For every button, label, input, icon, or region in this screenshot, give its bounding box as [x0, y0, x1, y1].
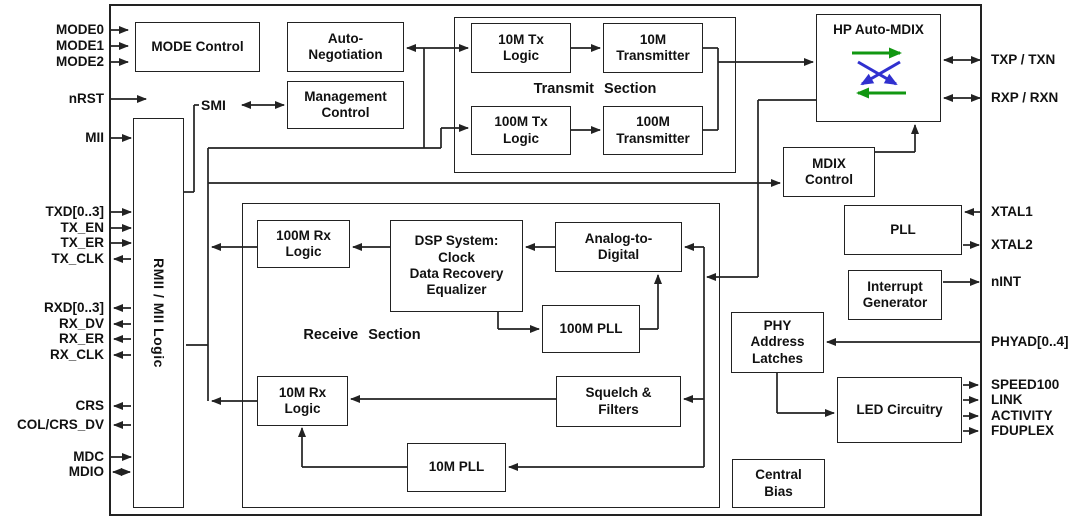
- pin-tx-en: TX_EN: [60, 220, 104, 235]
- pin-mdio: MDIO: [68, 464, 104, 479]
- pin-fduplex: FDUPLEX: [991, 423, 1055, 438]
- chip-outline: [109, 4, 982, 516]
- pin-tx-clk: TX_CLK: [51, 251, 104, 266]
- block-10m-tx-logic: 10M Tx Logic: [471, 23, 571, 73]
- pin-rx-dv: RX_DV: [58, 316, 104, 331]
- pin-rxp-rxn: RXP / RXN: [991, 90, 1059, 105]
- block-management-control: Management Control: [287, 81, 404, 129]
- pin-crs: CRS: [75, 398, 104, 413]
- block-pll: PLL: [844, 205, 962, 255]
- block-mode-control: MODE Control: [135, 22, 260, 72]
- pin-rx-clk: RX_CLK: [49, 347, 104, 362]
- block-auto-negotiation: Auto- Negotiation: [287, 22, 404, 72]
- pin-txp-txn: TXP / TXN: [991, 52, 1056, 67]
- block-10m-transmitter: 10M Transmitter: [603, 23, 703, 73]
- pin-activity: ACTIVITY: [991, 408, 1053, 423]
- block-central-bias: Central Bias: [732, 459, 825, 508]
- pin-rx-er: RX_ER: [58, 331, 104, 346]
- block-10m-pll: 10M PLL: [407, 443, 506, 492]
- transmit-section-outline: [454, 17, 736, 173]
- pin-mode0: MODE0: [55, 22, 104, 37]
- receive-section-outline: [242, 203, 720, 508]
- receive-section-label: Receive Section: [303, 327, 421, 343]
- block-100m-rx-logic: 100M Rx Logic: [257, 220, 350, 268]
- auto-mdix-crossover-icon: [851, 47, 906, 99]
- block-100m-tx-logic: 100M Tx Logic: [471, 106, 571, 155]
- pin-link: LINK: [991, 392, 1023, 407]
- block-squelch-filters: Squelch & Filters: [556, 376, 681, 427]
- pin-mode2: MODE2: [55, 54, 104, 69]
- transmit-section-label: Transmit Section: [533, 81, 657, 97]
- block-dsp-system: DSP System: Clock Data Recovery Equalize…: [390, 220, 523, 312]
- pin-col-crs-dv: COL/CRS_DV: [16, 417, 104, 432]
- pin-nint: nINT: [991, 274, 1021, 289]
- pin-rxd: RXD[0..3]: [43, 300, 104, 315]
- pin-tx-er: TX_ER: [60, 235, 104, 250]
- block-phy-address-latches: PHY Address Latches: [731, 312, 824, 373]
- block-mdix-control: MDIX Control: [783, 147, 875, 197]
- pin-txd: TXD[0..3]: [45, 204, 104, 219]
- pin-mdc: MDC: [73, 449, 104, 464]
- pin-xtal2: XTAL2: [991, 237, 1033, 252]
- pin-mode1: MODE1: [55, 38, 104, 53]
- block-analog-to-digital: Analog-to- Digital: [555, 222, 682, 272]
- pin-mii: MII: [85, 130, 104, 145]
- block-hp-auto-mdix: HP Auto-MDIX: [816, 14, 941, 122]
- hp-auto-mdix-label: HP Auto-MDIX: [833, 22, 924, 37]
- pin-xtal1: XTAL1: [991, 204, 1033, 219]
- block-100m-pll: 100M PLL: [542, 305, 640, 353]
- smi-label: SMI: [201, 97, 226, 113]
- pin-phyad: PHYAD[0..4]: [991, 334, 1069, 349]
- pin-nrst: nRST: [68, 91, 104, 106]
- block-led-circuitry: LED Circuitry: [837, 377, 962, 443]
- block-10m-rx-logic: 10M Rx Logic: [257, 376, 348, 426]
- block-interrupt-generator: Interrupt Generator: [848, 270, 942, 320]
- block-100m-transmitter: 100M Transmitter: [603, 106, 703, 155]
- block-rmii-mii-logic: RMII / MII Logic: [133, 118, 184, 508]
- pin-speed100: SPEED100: [991, 377, 1060, 392]
